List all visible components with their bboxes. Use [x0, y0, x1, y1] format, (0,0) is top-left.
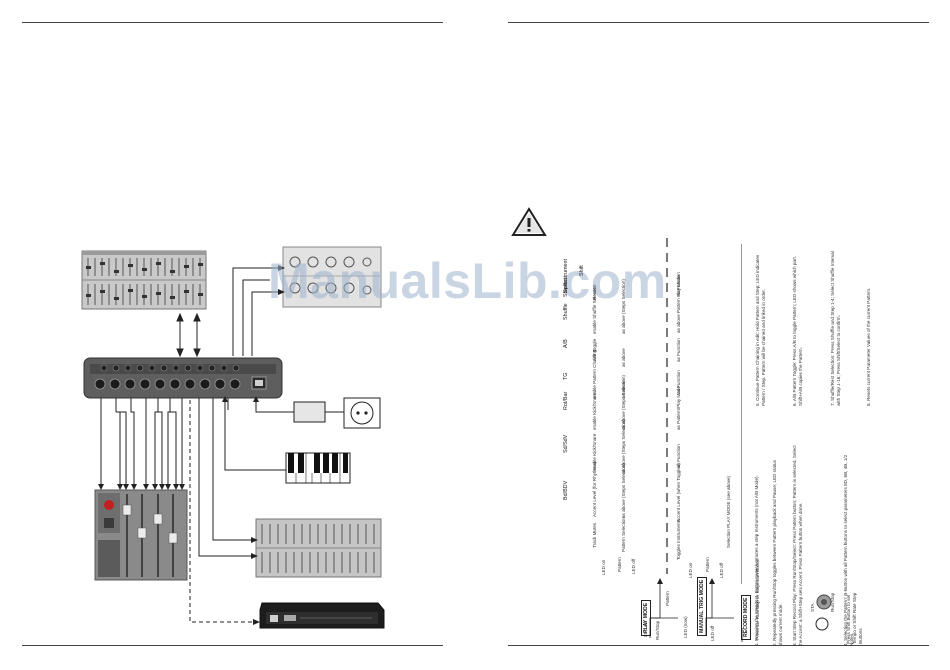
warning-triangle-icon [511, 207, 547, 236]
side-label-5: LED off [719, 562, 724, 578]
cell-r0-c2: enable Kick/Snare [592, 433, 597, 471]
table-dashed-separator [666, 238, 668, 574]
row-label-pattern-selection: Pattern Selection [621, 517, 626, 552]
mode-connectors [649, 578, 743, 642]
main-drum-machine-unit [83, 357, 283, 399]
col-title-4: TG [563, 372, 569, 381]
knob-label-right: Run/Stop [830, 592, 835, 612]
side-label-2: LED off [631, 558, 636, 574]
cell-r1-c4: as above [621, 379, 626, 398]
mixing-console [94, 489, 188, 581]
side-label-0: LED on [601, 559, 606, 575]
cell-r2-c4: as Function [676, 370, 681, 394]
midi-keyboard [285, 452, 351, 484]
cell-r1-c5: as above [621, 348, 626, 367]
instruction-2: 2. Repeatedly pressing Run/Stop toggles … [772, 460, 783, 646]
side-label-1: Pattern [617, 557, 622, 572]
wall-socket [343, 397, 381, 429]
page-bottom-rule-left [22, 645, 443, 646]
instruction-3: 3. Start Step Record Play: Press Run/Sto… [792, 445, 803, 646]
row-label-track-mutes: Track Mutes [592, 522, 597, 548]
page-bottom-rule-right [508, 645, 929, 646]
table-footer-note: Selection PLAY MODE (see above) [726, 475, 731, 548]
cell-r1-c6: as above (Steps Selection) [621, 279, 626, 334]
cell-r2-c1: Accent Level (when Toggled) [676, 463, 681, 522]
cell-r2-c7: as Function [676, 272, 681, 296]
col-title-2: Sd/SdV [563, 434, 569, 453]
cell-r0-c7: Reset [592, 287, 597, 300]
instruction-8: 8. Resets current Parameter Values of th… [866, 287, 871, 406]
col-title-1: Bd/BDV [563, 480, 569, 500]
instruction-6: 6. A/B Pattern Toggle: Press A/B to togg… [792, 255, 803, 406]
page-top-rule-right [508, 22, 929, 23]
hardware-module-box [259, 602, 385, 629]
power-adapter [293, 401, 344, 423]
knob-label-left: STA [810, 603, 815, 612]
col-title-8: Shift [579, 265, 585, 276]
effects-module-device [282, 246, 382, 308]
page-top-rule-left [22, 22, 443, 23]
col-title-5: A/B [563, 339, 569, 348]
side-label-4: LED on [688, 562, 693, 578]
col-title-6: Shuffle [563, 303, 569, 320]
instruction-1: 1. Pressing the Step/Inst. Button mutes/… [754, 475, 759, 646]
row-label-toggles-instruments: Toggles Instruments [676, 518, 681, 560]
knob-label-sub: Press Shift Button to set Tempo or Shift… [846, 592, 863, 644]
side-label-3: Pattern [705, 557, 710, 572]
connection-diagram [81, 246, 385, 629]
col-title-3: Rot/Bar [563, 391, 569, 410]
cell-r2-c2: as Function [676, 444, 681, 468]
instruction-5: 5. Continue Pattern Chaining in edit: Ho… [755, 254, 766, 406]
watermark: ManualsLib.com [268, 253, 667, 309]
knob-illustration [815, 594, 832, 631]
cell-r2-c5: as Function [676, 338, 681, 362]
instructions-divider [741, 244, 742, 584]
cell-r0-c5: A/B Toggle [592, 338, 597, 361]
rack-mixer-device [81, 250, 207, 310]
col-title-7: Select [563, 278, 569, 293]
lower-rack-device [255, 518, 382, 578]
instruction-7: 7. Shuffle/Rest Selection: Press Shuffle… [830, 251, 841, 406]
